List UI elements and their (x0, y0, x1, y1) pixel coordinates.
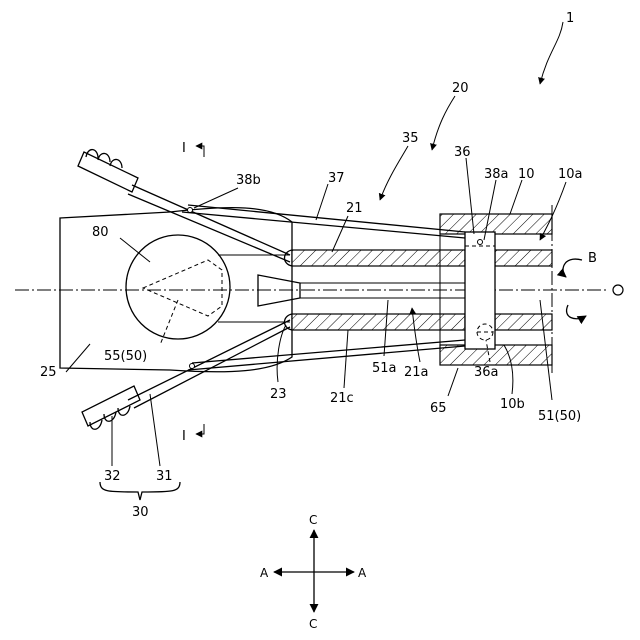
label-10a: 10a (558, 167, 583, 182)
label-36a: 36a (474, 365, 499, 380)
label-1: 1 (566, 11, 574, 26)
tube-21-upper-wall (292, 250, 465, 266)
leader-65 (448, 368, 458, 396)
label-38b: 38b (236, 173, 261, 188)
label-65: 65 (430, 401, 447, 416)
pivot-38b (188, 208, 193, 213)
leader-10 (510, 180, 522, 214)
leader-1 (540, 22, 563, 84)
section-mark-bottom (196, 424, 204, 434)
label-direction-a-right: A (358, 566, 367, 580)
label-51a: 51a (372, 361, 397, 376)
label-10: 10 (518, 167, 535, 182)
leader-35 (380, 146, 408, 200)
pivot-38a (478, 240, 483, 245)
member-55-dashed (143, 260, 222, 316)
leader-21c (344, 330, 348, 388)
housing-10-inner-upper (495, 250, 552, 266)
rotation-arrow-b (563, 259, 582, 277)
section-mark-top (196, 146, 204, 157)
label-section-top: I (182, 141, 186, 156)
label-21c: 21c (330, 391, 354, 406)
handle-32-lower (82, 386, 140, 429)
leader-21 (332, 216, 348, 252)
label-direction-a-left: A (260, 566, 269, 580)
label-23: 23 (270, 387, 287, 402)
leader-37 (316, 184, 328, 220)
wire-31-upper-b (128, 194, 290, 262)
label-51-50: 51(50) (538, 409, 581, 424)
leader-31 (150, 394, 160, 466)
label-section-bottom: I (182, 429, 186, 444)
handle-32-upper (78, 150, 138, 192)
leader-38b (194, 188, 238, 208)
label-31: 31 (156, 469, 173, 484)
label-direction-c-top: C (309, 513, 317, 527)
label-B: B (588, 251, 597, 266)
label-21: 21 (346, 201, 363, 216)
block-36 (465, 232, 495, 349)
axis-point-o (613, 285, 623, 295)
rod-37-lower (192, 340, 465, 363)
label-20: 20 (452, 81, 469, 96)
label-37: 37 (328, 171, 345, 186)
label-25: 25 (40, 365, 57, 380)
rotation-arrow-b-2 (567, 305, 586, 319)
pivot-lower (190, 364, 195, 369)
label-55-50: 55(50) (104, 349, 147, 364)
label-direction-c-bottom: C (309, 617, 317, 631)
label-80: 80 (92, 225, 109, 240)
leader-20 (432, 96, 455, 150)
housing-10-bottom (440, 345, 552, 365)
component-80 (126, 235, 230, 339)
label-10b: 10b (500, 397, 525, 412)
label-32: 32 (104, 469, 121, 484)
label-38a: 38a (484, 167, 509, 182)
label-30: 30 (132, 505, 149, 520)
label-35: 35 (402, 131, 419, 146)
brace-30 (100, 482, 180, 500)
label-36: 36 (454, 145, 471, 160)
tube-21-lower-wall (292, 314, 465, 330)
label-21a: 21a (404, 365, 429, 380)
